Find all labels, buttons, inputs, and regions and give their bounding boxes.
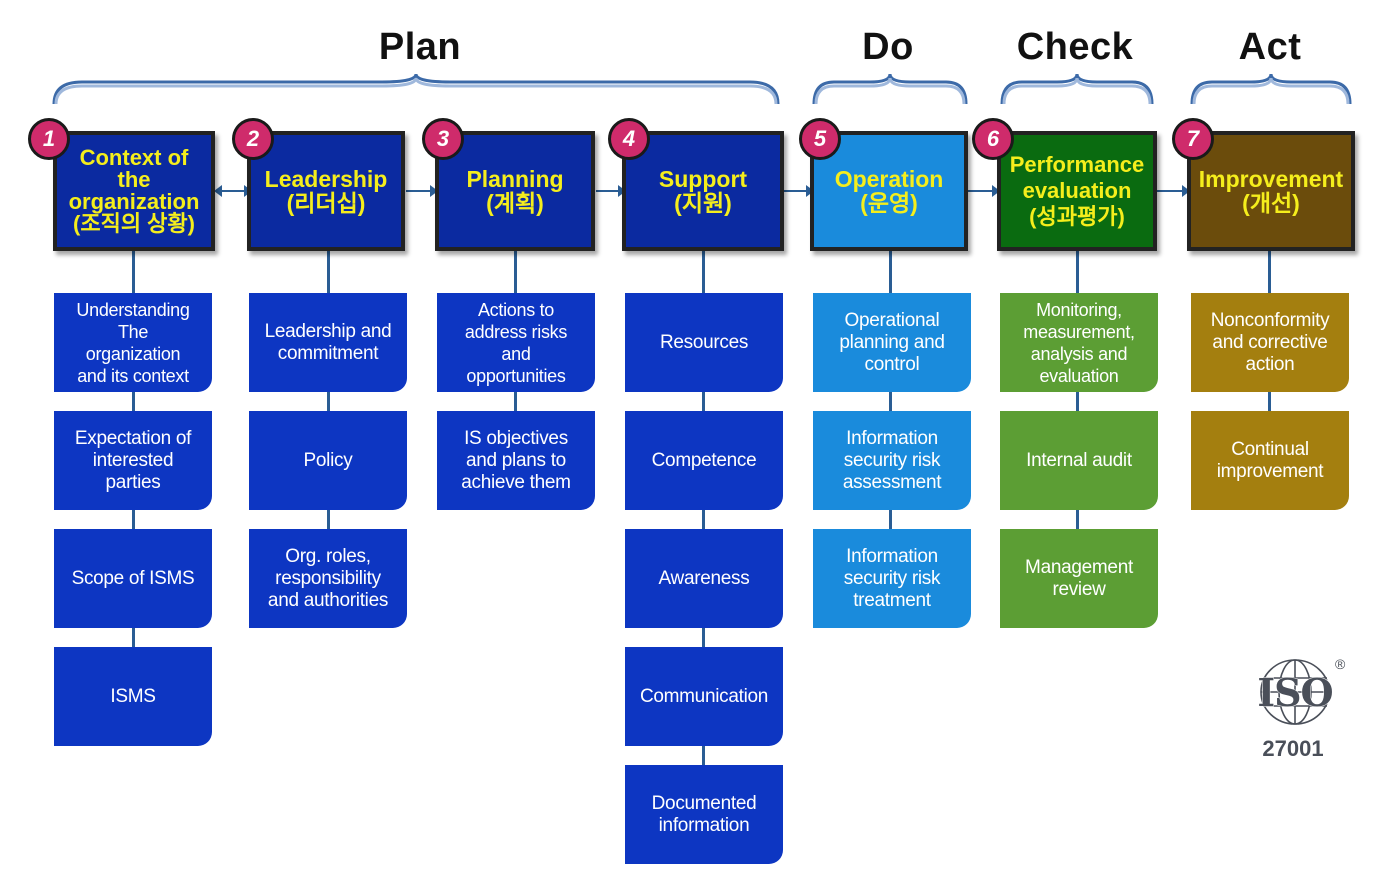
globe-icon [1260, 659, 1330, 725]
arrow-performance-improvement [1156, 185, 1190, 197]
clause-number-badge: 2 [232, 118, 274, 160]
registered-mark: ® [1335, 656, 1346, 672]
phase-title-do: Do [862, 26, 914, 68]
clause-title: Operation (운영) [834, 166, 944, 216]
iso-logo: ISO ® 27001 [1245, 656, 1355, 766]
item-scope-of-isms: Scope of ISMS [54, 529, 212, 628]
clause-number-badge: 7 [1172, 118, 1214, 160]
clause-header-support: Support (지원) [622, 131, 784, 251]
brace-plan [52, 73, 780, 105]
phase-title-act: Act [1238, 26, 1302, 68]
brace-check [1000, 73, 1154, 105]
clause-number-badge: 6 [972, 118, 1014, 160]
arrow-operation-performance [968, 185, 1000, 197]
brace-act [1190, 73, 1352, 105]
item-isms: ISMS [54, 647, 212, 746]
arrow-context-leadership [214, 185, 252, 197]
clause-number-badge: 1 [28, 118, 70, 160]
clause-header-performance: Performance evaluation (성과평가) [997, 131, 1157, 251]
item-resources: Resources [625, 293, 783, 392]
iso-standard-number: 27001 [1262, 736, 1324, 761]
arrow-leadership-planning [406, 185, 438, 197]
item-internal-audit: Internal audit [1000, 411, 1158, 510]
clause-title: Performance evaluation (성과평가) [1009, 152, 1145, 229]
arrow-support-operation [784, 185, 814, 197]
item-communication: Communication [625, 647, 783, 746]
clause-title: Improvement (개선) [1198, 166, 1344, 216]
clause-title: Support (지원) [658, 166, 748, 216]
phase-title-check: Check [1016, 26, 1134, 68]
clause-header-leadership: Leadership (리더십) [247, 131, 405, 251]
clause-title: Context of the organization (조직의 상황) [68, 145, 200, 236]
clause-number-badge: 5 [799, 118, 841, 160]
item-policy: Policy [249, 411, 407, 510]
iso-mark: ISO [1257, 670, 1334, 716]
clause-number-badge: 3 [422, 118, 464, 160]
clause-header-planning: Planning (계획) [435, 131, 595, 251]
item-competence: Competence [625, 411, 783, 510]
item-awareness: Awareness [625, 529, 783, 628]
phase-title-plan: Plan [378, 26, 462, 68]
brace-do [812, 73, 968, 105]
clause-header-context: Context of the organization (조직의 상황) [53, 131, 215, 251]
clause-title: Planning (계획) [466, 166, 564, 216]
clause-header-improvement: Improvement (개선) [1187, 131, 1355, 251]
clause-number-badge: 4 [608, 118, 650, 160]
clause-title: Leadership (리더십) [264, 166, 388, 216]
arrow-planning-support [596, 185, 626, 197]
